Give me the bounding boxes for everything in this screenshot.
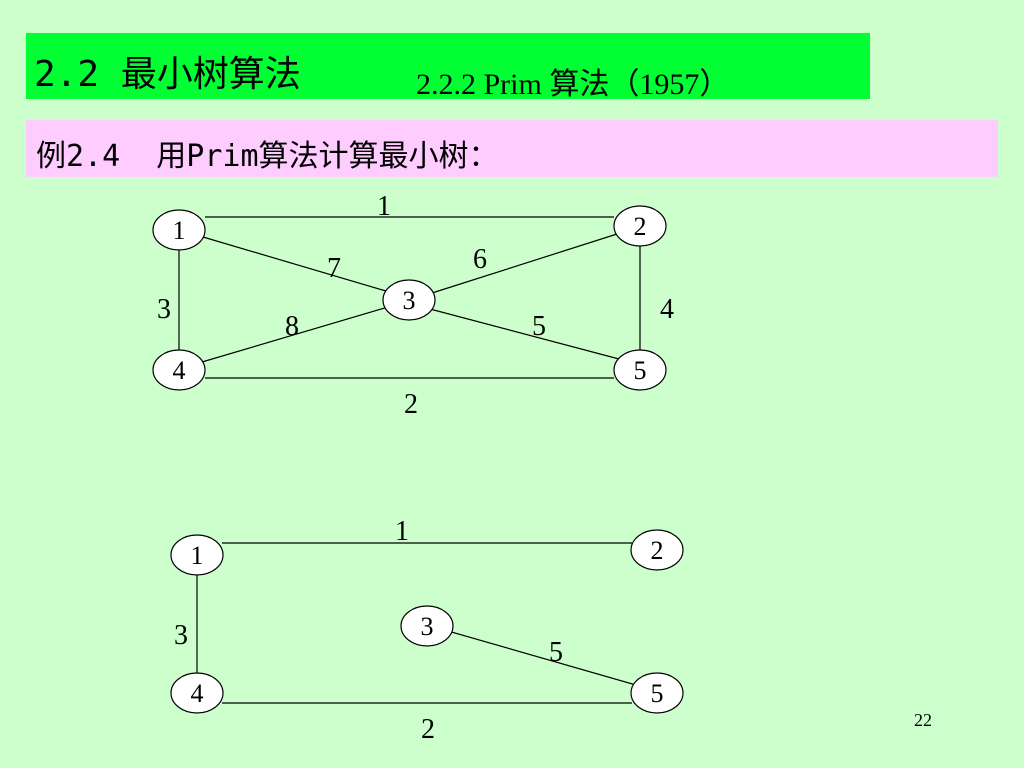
tree-edge-label-1-2: 1	[395, 516, 409, 547]
node-label-2: 2	[634, 212, 647, 241]
edge-label-1-4: 3	[157, 294, 171, 325]
title-bar: 2.2 最小树算法 2.2.2 Prim 算法（1957）	[26, 33, 870, 101]
tree-node-label-4: 4	[191, 679, 204, 708]
node-4	[152, 349, 206, 391]
node-label-4: 4	[173, 356, 186, 385]
example-heading: 例2.4 用Prim算法计算最小树：	[36, 139, 499, 174]
edge-label-3-2: 6	[473, 244, 487, 275]
tree-node-2	[630, 529, 684, 571]
graph-tree: 1 3 5 2 1 2 3 4 5	[170, 516, 684, 745]
edge-label-3-5: 5	[532, 311, 546, 342]
node-label-5: 5	[634, 356, 647, 385]
tree-node-label-1: 1	[191, 541, 204, 570]
tree-edge-label-4-5: 2	[421, 714, 435, 745]
edge-label-4-5: 2	[404, 389, 418, 420]
tree-node-5	[630, 672, 684, 714]
node-label-3: 3	[403, 286, 416, 315]
tree-node-4	[170, 672, 224, 714]
edge-label-1-2: 1	[377, 191, 391, 222]
example-bar: 例2.4 用Prim算法计算最小树：	[26, 120, 998, 177]
tree-edge-3-5	[447, 630, 637, 686]
edge-1-3	[202, 236, 387, 292]
edge-4-3	[201, 306, 389, 363]
node-1	[152, 209, 206, 251]
edge-label-4-3: 8	[285, 311, 299, 342]
node-2	[613, 205, 667, 247]
node-label-1: 1	[173, 216, 186, 245]
edge-label-1-3: 7	[327, 253, 341, 284]
edge-label-2-5: 4	[660, 294, 674, 325]
tree-node-label-3: 3	[421, 612, 434, 641]
page-number: 22	[914, 710, 932, 730]
node-3	[382, 279, 436, 321]
tree-node-3	[400, 605, 454, 647]
tree-edge-label-3-5: 5	[549, 637, 563, 668]
slide-title: 2.2 最小树算法	[34, 54, 301, 95]
tree-node-1	[170, 534, 224, 576]
graph-full: 1 7 6 3 4 8 5 2 1 2 3 4 5	[152, 191, 674, 420]
tree-node-label-5: 5	[651, 679, 664, 708]
tree-edge-label-1-4: 3	[174, 620, 188, 651]
tree-node-label-2: 2	[651, 536, 664, 565]
edge-3-5	[429, 308, 620, 360]
edge-3-2	[431, 233, 618, 294]
slide-subtitle: 2.2.2 Prim 算法（1957）	[416, 68, 730, 101]
node-5	[613, 349, 667, 391]
